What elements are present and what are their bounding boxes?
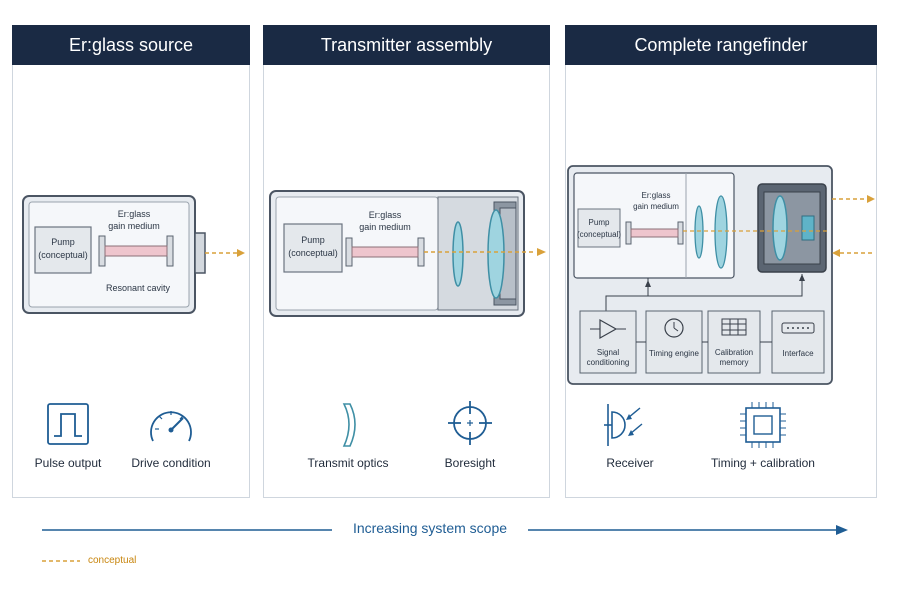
crosshair-icon [448,401,492,445]
complete-rangefinder-diagram: Pump (conceptual) Er:glass gain medium [567,165,875,448]
bus-arrow-rx [799,274,805,281]
cavity-label: Resonant cavity [106,283,171,293]
block-3-line-2: memory [720,358,749,367]
gain-rod [630,228,679,238]
pump-label-1: Pump [51,237,75,247]
transmit-optics-caption: Transmit optics [307,456,389,470]
gain-label-2: gain medium [359,222,411,232]
gain-rod [104,245,168,257]
scope-arrowhead [836,525,848,535]
cavity-mirror-left [625,221,632,245]
receiver-icon [604,404,643,446]
lens-icon [342,403,356,447]
pump-box [34,226,92,274]
drive-condition-caption: Drive condition [131,456,211,470]
pump-label-1: Pump [589,218,610,227]
timing-calibration-caption: Timing + calibration [711,456,815,470]
bus-arrow-tx [645,280,651,287]
signal-conditioning-block [579,310,637,374]
gain-rod [351,246,419,258]
pump-label-2: (conceptual) [577,230,621,239]
memory-grid-icon [721,318,747,336]
pulse-icon [47,403,89,445]
gain-label-2: gain medium [633,202,679,211]
pump-label-2: (conceptual) [288,248,338,258]
panel-complete-rangefinder: Complete rangefinder Pump (conceptual) E… [565,25,877,498]
block-1-line-2: conditioning [587,358,630,367]
bus-line [605,274,803,311]
detector [801,215,815,241]
panel-er-glass-source: Er:glass source Pump (conceptual) Er:gla… [12,25,250,498]
beam-arrowhead [237,249,245,257]
er-glass-source-diagram: Pump (conceptual) Er:glass gain medium R… [22,195,245,445]
receiver-lens [772,195,788,261]
amplifier-icon [590,318,626,340]
pump-label-2: (conceptual) [38,250,88,260]
pump-box [283,223,343,273]
panel-transmitter-assembly: Transmitter assembly Pump (conceptual) E… [263,25,550,498]
legend-label: conceptual [88,555,137,566]
block-1-line-1: Signal [597,348,619,357]
lens-small [452,221,464,287]
output-window [194,232,206,274]
lens-large [487,209,505,299]
interface-block [771,310,825,374]
block-4-line-1: Interface [782,349,814,358]
cavity-mirror-left [98,235,106,267]
gain-label-1: Er:glass [118,209,151,219]
gain-label-2: gain medium [108,221,160,231]
receiver-caption: Receiver [606,456,654,470]
cavity-mirror-right [677,221,684,245]
pulse-output-caption: Pulse output [34,456,102,470]
beam-arrowhead [537,248,546,256]
chip-icon [740,402,786,448]
block-3-line-1: Calibration [715,348,753,357]
calibration-memory-block [707,310,761,374]
pump-box [577,208,621,248]
scope-label: Increasing system scope [352,520,508,536]
tx-lens-small [694,205,704,259]
panel-title: Complete rangefinder [565,25,877,65]
timing-engine-block [645,310,703,374]
gain-label-1: Er:glass [642,191,671,200]
pump-label-1: Pump [301,235,325,245]
clock-icon [664,318,684,338]
connector-icon [781,322,815,334]
tx-lens-large [714,195,728,269]
transmitter-assembly-diagram: Pump (conceptual) Er:glass gain medium [269,190,546,447]
panel-title: Er:glass source [12,25,250,65]
cavity-mirror-left [345,237,353,267]
cavity-mirror-right [166,235,174,267]
boresight-caption: Boresight [444,456,496,470]
block-2-line-1: Timing engine [649,349,700,358]
gauge-icon [150,411,192,442]
transmitter-subassembly [573,172,735,279]
cavity-mirror-right [417,237,425,267]
panel-title: Transmitter assembly [263,25,550,65]
gain-label-1: Er:glass [369,210,402,220]
return-arrowhead [832,249,840,257]
outgoing-arrowhead [867,195,875,203]
